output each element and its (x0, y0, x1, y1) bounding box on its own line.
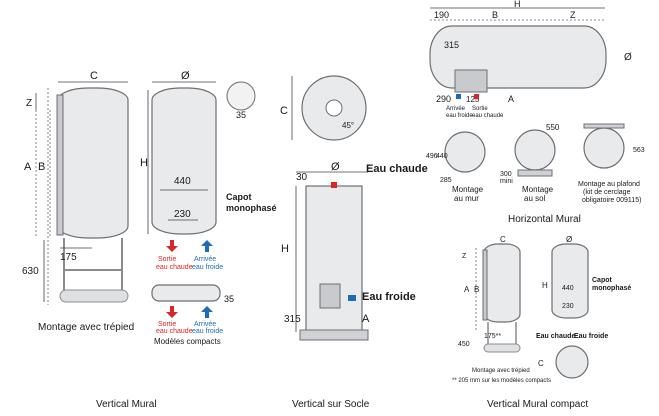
title-horizontal-mural: Horizontal Mural (508, 214, 581, 225)
dim-440: 440 (174, 176, 191, 187)
dim-300: 300 (500, 171, 512, 178)
label-capot-compact-2: monophasé (592, 285, 631, 292)
compact-tank-front (551, 243, 589, 319)
caption-vertical-mural-compact: Vertical Mural compact (487, 399, 588, 410)
dim-c: C (90, 70, 98, 82)
label-montage-plafond-3: obligatoire 009115) (582, 197, 641, 204)
dim-dia-socle: Ø (331, 161, 340, 173)
dim-315-socle: 315 (284, 314, 301, 325)
label-montage-plafond-2: (kit de cerclage (583, 189, 631, 196)
dim-b: B (38, 161, 45, 173)
label-montage-sol-1: Montage (522, 185, 554, 194)
dim-a: A (24, 161, 32, 173)
dim-z-compact: Z (462, 253, 467, 260)
dim-190: 190 (434, 10, 449, 20)
mount-floor-view (514, 129, 556, 171)
tank-front-view (151, 87, 217, 235)
label-sortie-2: eau chaude (156, 264, 193, 271)
dim-315-horiz: 315 (444, 40, 459, 50)
dim-c-compact: C (500, 235, 506, 244)
dim-563: 563 (633, 147, 645, 154)
dim-h: H (140, 157, 148, 169)
label-montage-plafond-1: Montage au plafond (578, 181, 640, 188)
dim-30: 30 (296, 172, 308, 183)
label-sortie-h1: Sortie (472, 106, 488, 112)
label-montage-sol-2: au sol (524, 194, 546, 203)
caption-vertical-mural: Vertical Mural (96, 399, 157, 410)
dim-550: 550 (546, 123, 560, 132)
compact-tank-top (555, 345, 589, 379)
label-arrivee2-1: Arrivée (194, 321, 216, 328)
dim-630: 630 (22, 266, 39, 277)
dim-b-compact: B (474, 285, 479, 294)
dim-h-socle: H (281, 243, 289, 255)
dim-175: 175 (60, 252, 77, 263)
label-arrivee-h2: eau froide (446, 113, 473, 119)
dim-35a: 35 (236, 110, 246, 120)
label-eau-chaude-compact: Eau chaude (536, 333, 575, 340)
dim-h-compact: H (542, 281, 548, 290)
mount-ceiling-view (583, 127, 625, 169)
label-eau-chaude: Eau chaude (366, 163, 428, 175)
dim-35b: 35 (224, 294, 234, 304)
label-eau-froide-compact: Eau froide (574, 333, 608, 340)
dim-b-horiz: B (492, 10, 498, 20)
dim-230: 230 (174, 209, 191, 220)
tank-side-view (57, 87, 129, 239)
dim-dia: Ø (181, 70, 190, 82)
label-arrivee-1: Arrivée (194, 256, 216, 263)
label-arrivee2-2: eau froide (192, 328, 223, 335)
hot-arrow-icon (166, 240, 178, 252)
dim-z-horiz: Z (570, 10, 576, 20)
dim-285: 285 (440, 177, 452, 184)
panel-vertical-mural-compact: C Z A B 175** 450 Ø H 440 230 Capot mono… (452, 235, 631, 410)
label-sortie2-1: Sortie (158, 321, 176, 328)
dim-175-compact: 175** (484, 333, 501, 340)
dim-z: Z (26, 98, 32, 109)
label-sortie-h2: eau chaude (472, 113, 504, 119)
label-arrivee-h1: Arrivée (446, 106, 466, 112)
dim-450: 450 (458, 341, 470, 348)
label-capot-2: monophasé (226, 203, 277, 213)
panel-horizontal-mural: H 190 B Z 315 Ø 290 125 A Arrivée eau fr… (426, 0, 645, 225)
dim-angle: 45° (342, 121, 354, 130)
panel-vertical-mural: C Z A B 175 630 Montage avec trépied Ø H… (22, 70, 277, 410)
label-modeles-compacts: Modèles compacts (154, 337, 221, 346)
tank-socle-body (305, 185, 363, 333)
dim-a-socle: A (362, 313, 370, 325)
label-eau-froide: Eau froide (362, 291, 416, 303)
cold-arrow-icon (201, 240, 213, 252)
label-montage-mur-1: Montage (452, 185, 484, 194)
label-sortie-1: Sortie (158, 256, 176, 263)
label-montage-mur-2: au mur (454, 194, 479, 203)
caption-vertical-socle: Vertical sur Socle (292, 399, 370, 410)
label-sortie2-2: eau chaude (156, 328, 193, 335)
dim-dia-horiz: Ø (624, 52, 632, 63)
label-montage-trepied-compact: Montage avec trépied (472, 368, 530, 374)
dim-125: 125 (466, 95, 480, 104)
dim-c2-compact: C (538, 359, 544, 368)
label-capot-compact-1: Capot (592, 277, 613, 284)
label-arrivee-2: eau froide (192, 264, 223, 271)
compact-tank-side (483, 243, 521, 323)
label-capot-1: Capot (226, 192, 252, 202)
dim-290: 290 (436, 94, 451, 104)
dim-dia-compact: Ø (566, 235, 572, 244)
mount-wall-view (444, 131, 486, 173)
inset-detail (226, 81, 256, 111)
label-montage-trepied: Montage avec trépied (38, 322, 134, 333)
label-note-compact: ** 205 mm sur les modèles compacts (452, 378, 551, 384)
dim-a-compact: A (464, 285, 470, 294)
dim-c-socle: C (280, 105, 288, 117)
dim-496: 496 (426, 153, 438, 160)
dim-230-compact: 230 (562, 303, 574, 310)
panel-vertical-socle: C 45° Ø 30 H 315 A Eau chaude Eau froide… (280, 75, 428, 410)
dim-440-compact: 440 (562, 285, 574, 292)
dim-h-horiz: H (514, 0, 521, 9)
dim-mini: mini (500, 178, 513, 185)
dim-a-horiz: A (508, 94, 514, 104)
dim-440-horiz: 440 (436, 153, 448, 160)
